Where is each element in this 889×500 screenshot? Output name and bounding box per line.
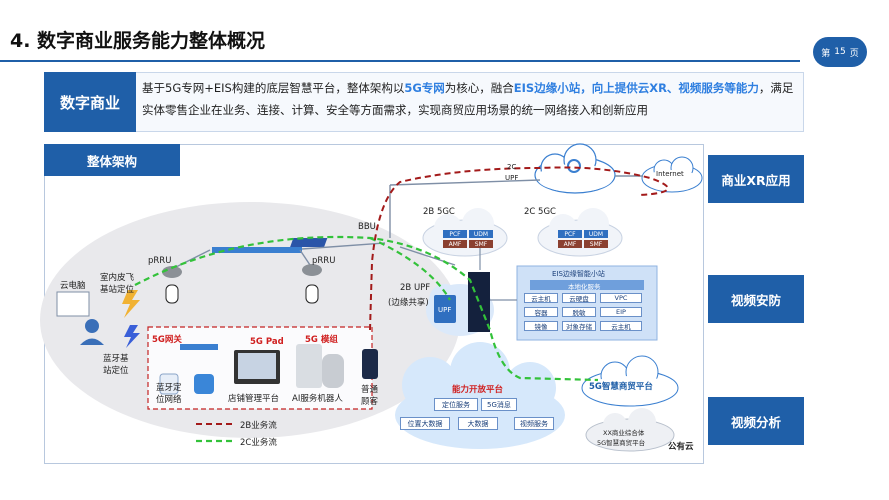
switch-device xyxy=(212,247,302,253)
gc-2c-label: 2C 5GC xyxy=(524,207,556,217)
capability-item: 位置大数据 xyxy=(400,417,450,430)
prru-right-label: pRRU xyxy=(312,256,336,266)
bbu-label: BBU xyxy=(358,222,376,232)
page-title: 4. 数字商业服务能力整体概况 xyxy=(10,30,266,52)
prru-right-device xyxy=(302,264,322,276)
gc-2c-smf: SMF xyxy=(584,240,608,248)
legend-2c-label: 2C业务流 xyxy=(240,438,277,448)
eis-service-label: 本地化服务 xyxy=(568,283,601,291)
smart-trade-label: 5G智慧商贸平台 xyxy=(589,382,653,392)
gc-2c-pcf: PCF xyxy=(558,230,582,238)
eis-cell: 镜像 xyxy=(524,321,558,331)
bbu-device xyxy=(290,238,328,247)
page-number: 15 xyxy=(834,47,846,57)
capability-title: 能力开放平台 xyxy=(452,385,504,395)
gc-2b-amf: AMF xyxy=(443,240,467,248)
flow-2c xyxy=(369,166,669,331)
public-cloud-label: 公有云 xyxy=(668,442,694,452)
smart-trade-cloud xyxy=(581,355,679,407)
device-store-label: 店铺管理平台 xyxy=(228,394,280,404)
gc-2b-pcf: PCF xyxy=(443,230,467,238)
device-robot-label: AI服务机器人 xyxy=(292,394,343,404)
device-pad-label: 5G Pad xyxy=(250,337,284,347)
internet-label: Internet xyxy=(656,170,684,178)
xx-trade-cloud xyxy=(585,408,675,452)
device-bt-net-label-1: 蓝牙定 xyxy=(156,383,182,393)
upf-2c-label-line2: UPF xyxy=(505,174,519,182)
device-customer-label-2: 顾客 xyxy=(361,397,379,407)
intro-box xyxy=(44,72,804,132)
gc-2c-amf: AMF xyxy=(558,240,582,248)
bluetooth-beacon xyxy=(194,374,214,394)
flow-2b xyxy=(134,235,599,382)
phone-device xyxy=(362,349,378,379)
eis-cell: 脱敏 xyxy=(562,307,596,317)
eis-cell: EIP xyxy=(600,307,642,317)
xx-trade-label-2: 5G智慧商贸平台 xyxy=(597,439,646,447)
capability-item: 视频服务 xyxy=(514,417,554,430)
gateway-device xyxy=(180,344,218,350)
legend-2b-label: 2B业务流 xyxy=(240,421,277,431)
eis-title: EIS边缘智能小站 xyxy=(552,270,605,278)
eis-cell: 容器 xyxy=(524,307,558,317)
intro-text: 基于5G专网+EIS构建的底层智慧平台，整体架构以5G专网为核心，融合EIS边缘… xyxy=(142,77,798,121)
internet-cloud xyxy=(641,156,703,193)
lightning-icon xyxy=(122,290,140,318)
eis-cell: 云主机 xyxy=(524,293,558,303)
upf-2b-label-line1: 2B UPF xyxy=(400,283,431,293)
bt-position-label-2: 站定位 xyxy=(103,366,129,376)
indoor-position-label-2: 基站定位 xyxy=(100,285,135,295)
cloud-pc-label: 云电脑 xyxy=(60,281,86,291)
page-prefix: 第 xyxy=(821,48,831,59)
device-gw-label: 5G网关 xyxy=(152,335,182,345)
device-module-label: 5G 模组 xyxy=(305,335,338,345)
gc-2b-label: 2B 5GC xyxy=(423,207,455,217)
device-bt-net-label-2: 位网络 xyxy=(156,395,182,405)
capability-item: 大数据 xyxy=(458,417,498,430)
robot-device xyxy=(322,354,344,388)
monitor-icon xyxy=(56,291,90,317)
lightning-icon xyxy=(124,325,140,348)
upf-2c-label-line1: 2C xyxy=(507,163,517,171)
gc-2b-smf: SMF xyxy=(469,240,493,248)
intro-highlight-2: EIS边缘小站，向上提供云XR、视频服务等能力 xyxy=(513,81,759,95)
upf-2c-cloud xyxy=(534,143,616,194)
gc-2c-udm: UDM xyxy=(584,230,608,238)
intro-text-3: ，满足实体零售企业在业务、连接、计算、安全等方面需求，实现商贸应用场景的统一网络… xyxy=(142,81,794,117)
upf-box xyxy=(434,295,456,323)
eis-service-bar xyxy=(530,280,644,290)
side-button-xr[interactable]: 商业XR应用 xyxy=(708,155,804,203)
intro-highlight-1: 5G专网 xyxy=(404,81,445,95)
eis-cell: VPC xyxy=(600,293,642,303)
page-number-badge: 第 15 页 xyxy=(813,37,867,67)
panel-tag: 整体架构 xyxy=(44,144,180,176)
side-button-security[interactable]: 视频安防 xyxy=(708,275,804,323)
eis-cell: 云硬盘 xyxy=(562,293,596,303)
prru-left-label: pRRU xyxy=(148,256,172,266)
capability-item: 定位服务 xyxy=(434,398,478,411)
user-icon xyxy=(85,319,99,333)
wifi-icon xyxy=(165,284,179,304)
indoor-position-label-1: 室内皮飞 xyxy=(100,273,135,283)
device-customer-label-1: 普通 xyxy=(361,385,379,395)
bt-position-label-1: 蓝牙基 xyxy=(103,354,129,364)
wifi-icon xyxy=(305,284,319,304)
intro-tag: 数字商业 xyxy=(44,72,136,132)
intro-text-1: 基于5G专网+EIS构建的底层智慧平台，整体架构以 xyxy=(142,81,405,95)
gear-icon xyxy=(567,159,581,173)
upf-icon-label: UPF xyxy=(438,306,452,314)
header-divider xyxy=(0,60,800,62)
robot-device xyxy=(296,344,322,388)
page-suffix: 页 xyxy=(849,48,859,59)
capability-item: 5G消息 xyxy=(481,398,517,411)
eis-cell: 对象存储 xyxy=(562,321,596,331)
eis-cell: 云主机 xyxy=(600,321,642,331)
side-button-video-analysis[interactable]: 视频分析 xyxy=(708,397,804,445)
bluetooth-beacon xyxy=(159,373,179,395)
intro-text-2: 为核心，融合 xyxy=(444,81,514,95)
gc-2b-udm: UDM xyxy=(469,230,493,238)
xx-trade-label-1: XX商业综合体 xyxy=(603,429,645,437)
upf-2b-label-line2: (边缘共享) xyxy=(388,298,429,308)
